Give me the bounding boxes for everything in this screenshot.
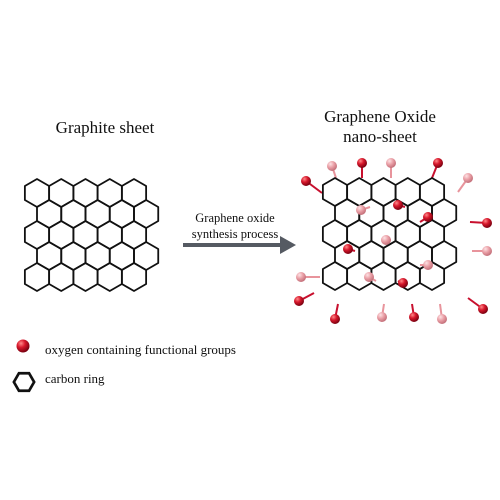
arrow-label-line1: Graphene oxide — [195, 211, 275, 225]
carbon-ring — [23, 262, 51, 292]
graphene-oxide-title-line2: nano-sheet — [343, 127, 417, 146]
arrow-head — [280, 236, 296, 254]
oxygen-atom — [377, 312, 387, 322]
graphene-oxide-lattice — [321, 177, 458, 291]
legend-hexagon-icon — [12, 371, 36, 393]
oxygen-atom — [330, 314, 340, 324]
oxide-bonds — [298, 162, 488, 320]
carbon-ring — [96, 262, 123, 292]
oxygen-atom — [301, 176, 311, 186]
oxygen-atom — [423, 212, 433, 222]
oxygen-atom — [296, 272, 306, 282]
legend-carbon-label: carbon ring — [45, 371, 105, 386]
oxygen-atom — [393, 200, 403, 210]
oxygen-atom — [433, 158, 443, 168]
oxygen-atom — [423, 260, 433, 270]
legend-oxygen-label: oxygen containing functional groups — [45, 342, 236, 357]
oxygen-atom — [356, 205, 366, 215]
carbon-ring — [321, 261, 349, 291]
carbon-ring — [48, 262, 75, 292]
graphite-title: Graphite sheet — [55, 118, 155, 137]
oxygen-groups — [294, 158, 492, 324]
oxygen-atom — [357, 158, 367, 168]
oxygen-atom — [343, 244, 353, 254]
oxygen-atom — [482, 218, 492, 228]
legend-oxygen-icon — [16, 339, 30, 353]
oxygen-atom — [294, 296, 304, 306]
carbon-ring — [370, 261, 397, 291]
graphene-oxide-title: Graphene Oxide nano-sheet — [300, 107, 460, 147]
graphene-oxide-title-line1: Graphene Oxide — [324, 107, 436, 126]
synthesis-arrow — [183, 236, 296, 254]
arrow-label: Graphene oxide synthesis process — [175, 210, 295, 242]
oxygen-atom — [437, 314, 447, 324]
carbon-ring — [72, 262, 99, 292]
oxygen-atom — [482, 246, 492, 256]
oxygen-atom — [463, 173, 473, 183]
oxygen-atom — [386, 158, 396, 168]
oxygen-atom — [398, 278, 408, 288]
oxygen-atom — [478, 304, 488, 314]
oxygen-atom — [381, 235, 391, 245]
arrow-label-line2: synthesis process — [191, 227, 279, 241]
carbon-ring — [120, 262, 148, 292]
graphite-sheet-lattice — [23, 178, 160, 292]
legend — [12, 339, 36, 393]
oxygen-atom — [409, 312, 419, 322]
oxygen-atom — [364, 272, 374, 282]
oxygen-atom — [327, 161, 337, 171]
carbon-ring — [418, 261, 446, 291]
